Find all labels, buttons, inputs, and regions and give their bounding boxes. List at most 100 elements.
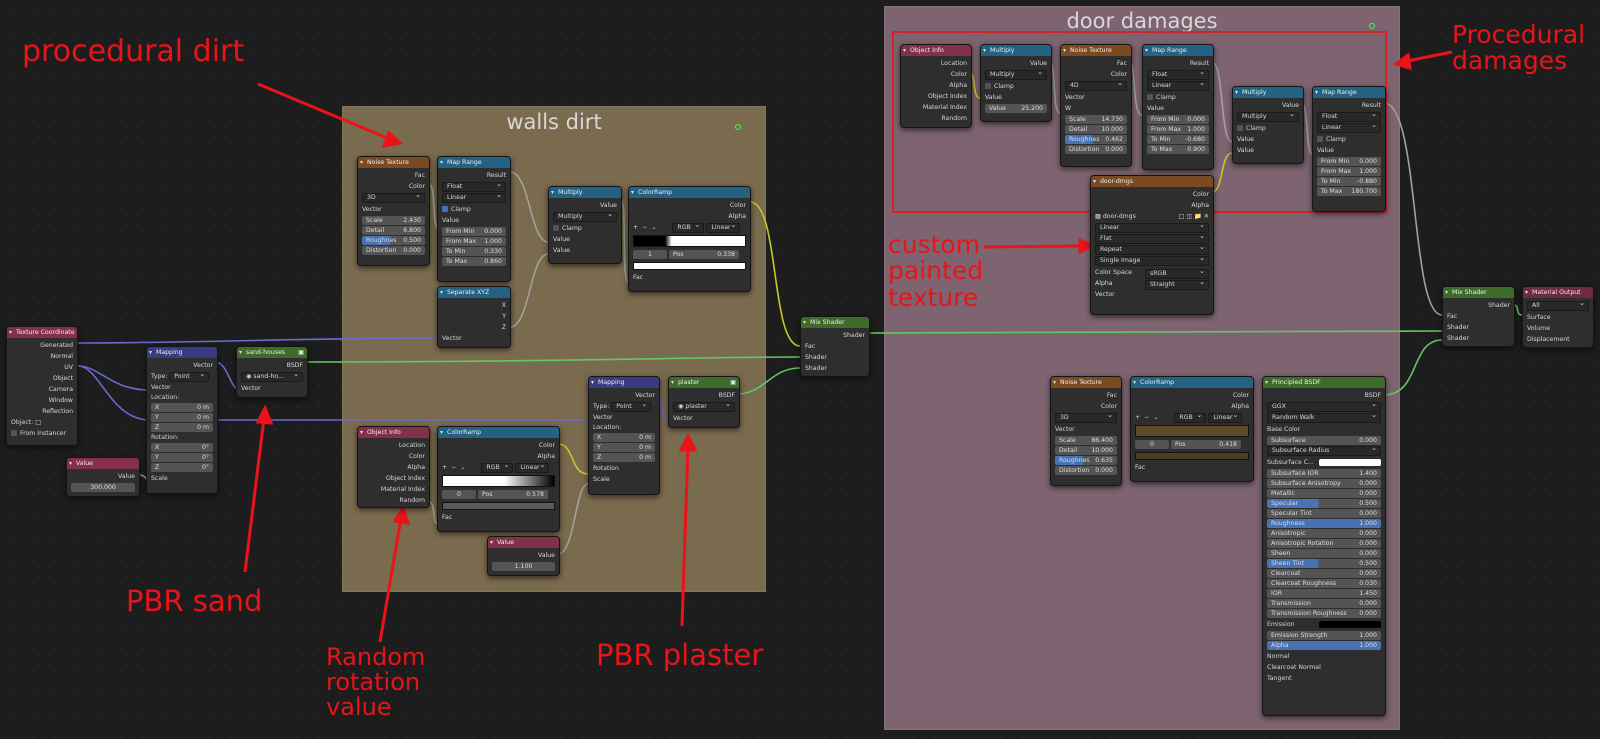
color-ramp-gradient[interactable] bbox=[442, 475, 555, 487]
node-color-ramp[interactable]: ColorRamp Color Alpha + − ⌄ RGB Linear 0… bbox=[1130, 376, 1254, 482]
node-header[interactable]: ColorRamp bbox=[1131, 377, 1253, 388]
value-field[interactable]: 1.100 bbox=[492, 562, 555, 571]
dimension-dropdown[interactable]: 3D bbox=[362, 191, 425, 203]
node-value[interactable]: Value Value 300.000 bbox=[66, 457, 140, 497]
node-mix-shader[interactable]: Mix Shader Shader Fac Shader Shader bbox=[1442, 286, 1515, 347]
group-icon[interactable]: ▣ bbox=[298, 349, 304, 356]
node-sand-houses-group[interactable]: sand-houses▣ BSDF ◉ sand-ho... Vector bbox=[236, 346, 308, 398]
node-header[interactable]: Multiply bbox=[1233, 87, 1303, 98]
checkbox-icon[interactable] bbox=[1317, 136, 1323, 142]
image-name[interactable]: door-dmgs bbox=[1102, 213, 1136, 220]
node-header[interactable]: Multiply bbox=[549, 187, 621, 198]
node-header[interactable]: Mapping bbox=[589, 377, 659, 388]
subsurface-color-swatch[interactable] bbox=[1319, 459, 1381, 466]
stop-color-swatch[interactable] bbox=[442, 502, 555, 510]
node-header[interactable]: Map Range bbox=[1313, 87, 1385, 98]
node-plaster-group[interactable]: plaster▣ BSDF ◉ plaster Vector bbox=[668, 376, 740, 428]
data-type-dropdown[interactable]: Float bbox=[442, 180, 506, 192]
checkbox-icon[interactable] bbox=[985, 83, 991, 89]
node-header[interactable]: Noise Texture bbox=[358, 157, 429, 168]
group-selector[interactable]: ◉ plaster bbox=[673, 400, 735, 412]
object-picker-icon[interactable]: □ bbox=[35, 419, 42, 426]
node-header[interactable]: Mix Shader bbox=[801, 317, 869, 328]
node-value[interactable]: Value Value 1.100 bbox=[487, 536, 560, 576]
node-mapping[interactable]: Mapping Vector Type: Point Vector Locati… bbox=[146, 346, 218, 494]
node-color-ramp[interactable]: ColorRamp Color Alpha + − ⌄ RGB Linear 0… bbox=[437, 426, 560, 532]
node-header[interactable]: Noise Texture bbox=[1051, 377, 1121, 388]
type-dropdown[interactable]: Point bbox=[611, 400, 652, 412]
add-stop-button[interactable]: + bbox=[633, 224, 639, 231]
type-row[interactable]: Type: Point bbox=[151, 370, 213, 382]
node-header[interactable]: Value bbox=[488, 537, 559, 548]
distribution-dropdown[interactable]: GGX bbox=[1267, 400, 1381, 412]
node-object-info[interactable]: Object Info Location Color Alpha Object … bbox=[357, 426, 430, 508]
node-header[interactable]: Principled BSDF bbox=[1263, 377, 1385, 388]
dimension-dropdown[interactable]: 3D bbox=[1055, 411, 1117, 423]
interpolation-dropdown[interactable]: Linear bbox=[706, 221, 741, 233]
node-math-multiply[interactable]: Multiply Value Multiply Clamp Value Valu… bbox=[548, 186, 622, 264]
node-math-multiply[interactable]: Multiply Value Multiply Clamp Value Valu… bbox=[980, 44, 1052, 122]
node-image-texture-door-dmgs[interactable]: door-dmgs Color Alpha ▦ door-dmgs□ ◫ 📁 ✕… bbox=[1090, 175, 1214, 315]
stop-index-field[interactable]: 0 bbox=[442, 490, 476, 499]
node-header[interactable]: Separate XYZ bbox=[438, 287, 510, 298]
interpolation-dropdown[interactable]: Linear bbox=[1147, 79, 1209, 91]
stop-index-field[interactable]: 1 bbox=[633, 250, 667, 259]
node-header[interactable]: Object Info bbox=[901, 45, 971, 56]
node-noise-texture[interactable]: Noise Texture Fac Color 4D Vector W Scal… bbox=[1060, 44, 1132, 167]
stop-color-swatch[interactable] bbox=[1135, 452, 1249, 460]
clamp-checkbox[interactable]: Clamp bbox=[1147, 92, 1209, 103]
chevron-down-icon[interactable]: ⌄ bbox=[1153, 414, 1159, 421]
remove-stop-button[interactable]: − bbox=[642, 224, 648, 231]
node-header[interactable]: ColorRamp bbox=[438, 427, 559, 438]
clamp-checkbox[interactable]: Clamp bbox=[985, 81, 1047, 92]
data-type-dropdown[interactable]: Float bbox=[1147, 68, 1209, 80]
node-map-range[interactable]: Map Range Result Float Linear Clamp Valu… bbox=[1142, 44, 1214, 170]
add-stop-button[interactable]: + bbox=[1135, 414, 1141, 421]
node-header[interactable]: Map Range bbox=[438, 157, 510, 168]
chevron-down-icon[interactable]: ⌄ bbox=[460, 464, 466, 471]
color-mode-dropdown[interactable]: RGB bbox=[481, 461, 514, 473]
node-principled-bsdf[interactable]: Principled BSDF BSDF GGX Random Walk Bas… bbox=[1262, 376, 1386, 716]
extension-dropdown[interactable]: Repeat bbox=[1095, 243, 1209, 255]
remove-stop-button[interactable]: − bbox=[1144, 414, 1150, 421]
node-math-multiply[interactable]: Multiply Value Multiply Clamp Value Valu… bbox=[1232, 86, 1304, 164]
checkbox-icon[interactable] bbox=[11, 430, 17, 436]
node-header[interactable]: Value bbox=[67, 458, 139, 469]
node-texture-coordinate[interactable]: Texture Coordinate Generated Normal UV O… bbox=[6, 326, 78, 446]
from-instancer-checkbox[interactable]: From Instancer bbox=[11, 428, 73, 439]
clamp-checkbox[interactable]: Clamp bbox=[553, 223, 617, 234]
checkbox-icon[interactable] bbox=[1237, 125, 1243, 131]
interpolation-dropdown[interactable]: Linear bbox=[1317, 121, 1381, 133]
interpolation-dropdown[interactable]: Linear bbox=[442, 191, 506, 203]
